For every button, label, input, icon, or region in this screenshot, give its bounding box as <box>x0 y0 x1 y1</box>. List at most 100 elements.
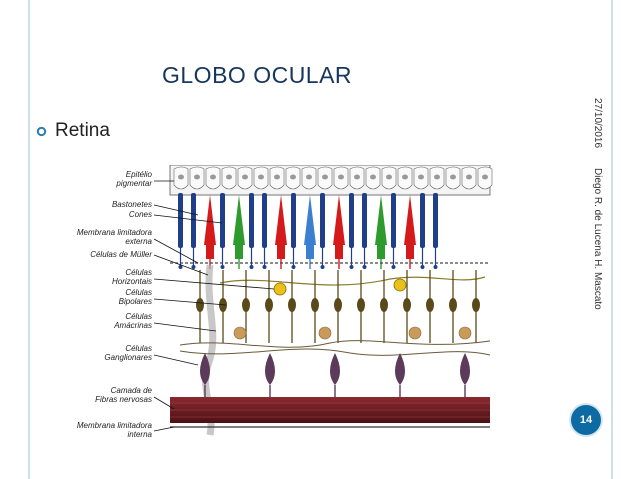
label-horizontais: Horizontais <box>112 277 152 286</box>
pigment-nucleus <box>338 174 344 180</box>
rod-terminal <box>391 265 396 269</box>
cone-body <box>335 245 343 259</box>
rod-terminal <box>178 265 183 269</box>
cone-body <box>377 245 385 259</box>
label-celulas-h: Células <box>125 268 152 277</box>
right-border-line <box>611 0 613 479</box>
pigment-nucleus <box>354 174 360 180</box>
cone-cell <box>404 195 416 245</box>
pigment-nucleus <box>178 174 184 180</box>
rod-terminal <box>362 265 367 269</box>
label-ganglionares: Ganglionares <box>104 353 152 362</box>
bullet-ring-icon <box>36 126 47 136</box>
cone-cell <box>204 195 216 245</box>
label-membrana-interna-1: Membrana limitadora <box>77 421 153 430</box>
horizontal-cells <box>219 276 486 296</box>
rod-terminal <box>291 265 296 269</box>
photoreceptor-layer <box>178 193 438 269</box>
rod-cell <box>391 193 396 248</box>
amacrine-cells <box>233 326 472 340</box>
pigment-nucleus <box>418 174 424 180</box>
cone-body <box>277 245 285 259</box>
cone-body <box>206 245 214 259</box>
label-membrana-externa-1: Membrana limitadora <box>77 228 153 237</box>
label-celulas-g: Células <box>125 344 152 353</box>
label-epitelio: Epitélio <box>126 170 153 179</box>
label-membrana-interna-2: interna <box>128 430 153 439</box>
bipolar-soma <box>242 298 250 312</box>
rod-cell <box>291 193 296 248</box>
cone-cell <box>233 195 245 245</box>
bullet-item: Retina <box>36 120 110 142</box>
pigment-nucleus <box>434 174 440 180</box>
label-bipolares: Bipolares <box>119 297 152 306</box>
cone-cell <box>304 195 316 245</box>
diagram-labels: Epitélio pigmentar Bastonetes Cones Memb… <box>77 170 275 439</box>
pigment-nucleus <box>258 174 264 180</box>
bipolar-soma <box>334 298 342 312</box>
pigment-nucleus <box>450 174 456 180</box>
bipolar-soma <box>357 298 365 312</box>
bullet-text: Retina <box>55 120 110 141</box>
cone-cell <box>333 195 345 245</box>
amacrine-soma <box>233 326 247 340</box>
label-bastonetes: Bastonetes <box>112 200 152 209</box>
bipolar-soma <box>196 298 204 312</box>
amacrine-soma <box>318 326 332 340</box>
label-fibras: Fibras nervosas <box>95 395 152 404</box>
rod-cell <box>220 193 225 248</box>
page-number-badge: 14 <box>571 405 601 435</box>
label-pigmentar: pigmentar <box>115 179 152 188</box>
pigment-nucleus <box>274 174 280 180</box>
cone-cell <box>275 195 287 245</box>
label-muller: Células de Müller <box>90 250 152 259</box>
cone-body <box>306 245 314 259</box>
amacrine-soma <box>458 326 472 340</box>
rod-cell <box>433 193 438 248</box>
slide-author: Diego R. de Lucena H. Mascato <box>592 168 603 310</box>
pigment-nucleus <box>226 174 232 180</box>
label-celulas-a: Células <box>125 312 152 321</box>
bipolar-soma <box>449 298 457 312</box>
cone-body <box>406 245 414 259</box>
amacrine-soma <box>408 326 422 340</box>
ganglion-soma <box>395 353 405 385</box>
label-amacrinas: Amácrinas <box>113 321 152 330</box>
rod-terminal <box>191 265 196 269</box>
label-camada: Camada de <box>111 386 153 395</box>
pigment-nucleus <box>290 174 296 180</box>
pigment-nucleus <box>466 174 472 180</box>
pigment-nucleus <box>402 174 408 180</box>
rod-cell <box>178 193 183 248</box>
pigment-nucleus <box>370 174 376 180</box>
ganglion-soma <box>460 353 470 385</box>
cone-body <box>235 245 243 259</box>
rod-cell <box>262 193 267 248</box>
bipolar-soma <box>265 298 273 312</box>
rod-cell <box>349 193 354 248</box>
bipolar-soma <box>288 298 296 312</box>
slide-title: GLOBO OCULAR <box>162 62 353 88</box>
rod-terminal <box>433 265 438 269</box>
rod-terminal <box>262 265 267 269</box>
rod-cell <box>249 193 254 248</box>
rod-terminal <box>249 265 254 269</box>
rod-cell <box>362 193 367 248</box>
ganglion-soma <box>265 353 275 385</box>
rod-terminal <box>220 265 225 269</box>
bipolar-soma <box>426 298 434 312</box>
retina-diagram: Epitélio pigmentar Bastonetes Cones Memb… <box>77 165 493 439</box>
rod-cell <box>320 193 325 248</box>
nerve-fiber-layer <box>170 397 490 423</box>
cone-cell <box>375 195 387 245</box>
label-cones: Cones <box>129 210 152 219</box>
left-border-line <box>28 0 30 479</box>
pigment-nucleus <box>322 174 328 180</box>
pigment-nucleus <box>386 174 392 180</box>
bipolar-soma <box>472 298 480 312</box>
label-celulas-b: Células <box>125 288 152 297</box>
pigment-nucleus <box>306 174 312 180</box>
bipolar-soma <box>403 298 411 312</box>
ganglion-cells <box>200 353 470 401</box>
rod-terminal <box>320 265 325 269</box>
